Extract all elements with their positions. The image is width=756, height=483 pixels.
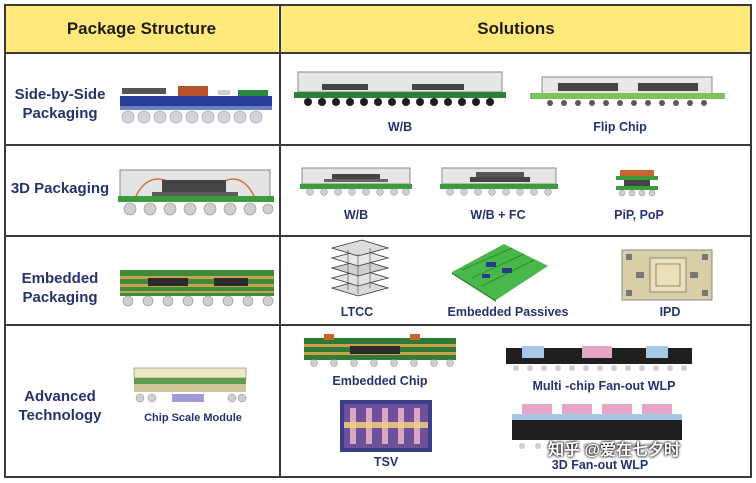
tsv-diagram — [340, 400, 432, 452]
flip-chip-side-by-side-diagram — [530, 76, 725, 106]
caption-row1-wb: W/B — [387, 120, 413, 134]
caption-row2-wb-fc: W/B + FC — [470, 208, 526, 222]
caption-row4-tsv: TSV — [373, 455, 399, 469]
caption-row2-wb: W/B — [343, 208, 369, 222]
multi-chip-fan-out-wlp-diagram — [506, 346, 692, 371]
row-label-advanced: Advanced Technology — [18, 388, 102, 424]
chip-scale-module-diagram — [133, 367, 247, 403]
ipd-diagram — [621, 249, 713, 301]
embedded-chip-diagram — [304, 334, 456, 367]
row-label-3d: 3D Packaging — [10, 179, 110, 197]
3d-structure-diagram — [118, 169, 274, 216]
side-by-side-structure-diagram — [120, 86, 272, 124]
table-border-bottom — [4, 476, 752, 478]
header-solutions: Solutions — [281, 5, 751, 52]
caption-chip-scale-module: Chip Scale Module — [144, 412, 242, 424]
row-divider-header — [4, 52, 752, 54]
caption-row2-pip-pop: PiP, PoP — [614, 208, 664, 222]
watermark: 知乎 @爱在七夕时 — [548, 442, 681, 459]
table-border-left — [4, 4, 6, 478]
row-label-side-by-side: Side-by-Side Packaging — [14, 86, 106, 122]
row-divider-3 — [4, 324, 752, 326]
embedded-passives-diagram — [452, 244, 548, 302]
header-package-structure: Package Structure — [5, 5, 278, 52]
embedded-structure-diagram — [120, 270, 274, 307]
caption-row1-flip-chip: Flip Chip — [593, 120, 647, 134]
wb-3d-diagram — [300, 167, 412, 196]
pip-pop-diagram — [616, 170, 658, 197]
row-divider-1 — [4, 144, 752, 146]
caption-row3-embedded-passives: Embedded Passives — [447, 305, 569, 319]
table-border-right — [750, 4, 752, 478]
row-label-embedded: Embedded Packaging — [21, 270, 99, 306]
caption-row4-multi-chip-fan-out-wlp: Multi -chip Fan-out WLP — [532, 379, 676, 393]
caption-row4-embedded-chip: Embedded Chip — [332, 374, 428, 388]
wb-fc-3d-diagram — [440, 167, 558, 196]
caption-row4-3d-fan-out-wlp: 3D Fan-out WLP — [551, 458, 649, 472]
wb-side-by-side-diagram — [294, 71, 506, 106]
caption-row3-ltcc: LTCC — [340, 305, 374, 319]
caption-row3-ipd: IPD — [659, 305, 681, 319]
column-divider — [279, 4, 281, 478]
table-border-top — [4, 4, 752, 6]
row-divider-2 — [4, 235, 752, 237]
ltcc-diagram — [330, 239, 390, 297]
3d-fan-out-wlp-diagram — [512, 404, 682, 449]
